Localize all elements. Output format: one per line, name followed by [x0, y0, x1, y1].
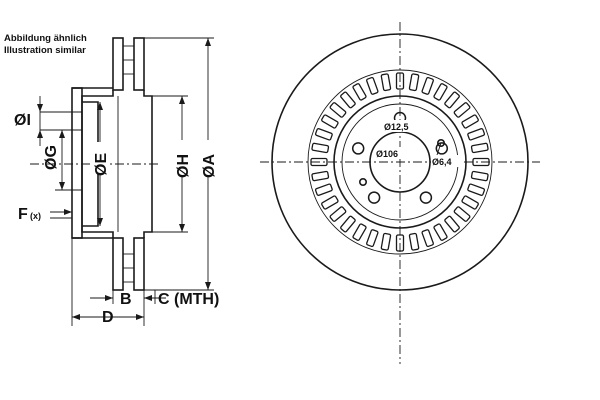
vent-slot [366, 76, 379, 95]
side-view: ØI ØG ØE [14, 37, 219, 326]
dimension-f: F (x) [18, 206, 72, 223]
label-f-suffix: (x) [30, 211, 41, 221]
vent-slot [329, 102, 347, 118]
vent-slot [352, 223, 367, 241]
cooling-vents [310, 72, 490, 252]
vent-slot [421, 229, 434, 248]
vent-slot [314, 183, 333, 196]
vent-slot [444, 215, 460, 233]
vent-slot [467, 183, 486, 196]
label-bolt-hole: Ø12,5 [384, 122, 409, 132]
label-g: ØG [43, 145, 60, 170]
vent-slot [311, 170, 330, 182]
dimension-g: ØG [43, 129, 82, 191]
vent-slot [433, 83, 448, 101]
vent-slot [470, 142, 489, 154]
label-i: ØI [14, 112, 31, 129]
vent-slot [453, 102, 471, 118]
small-hole-2 [358, 178, 367, 187]
dimension-e: ØE [92, 102, 110, 226]
illustration-note-de: Abbildung ähnlich [4, 33, 87, 44]
label-d: D [102, 309, 114, 326]
vent-slot [329, 206, 347, 222]
label-center-bore: Ø106 [376, 149, 398, 159]
label-f: F [18, 206, 28, 223]
dimension-h: ØH [152, 95, 192, 233]
label-c: C (MTH) [158, 291, 219, 308]
vent-slot [311, 142, 330, 154]
dimension-a: ØA [144, 37, 218, 291]
bolt-hole [367, 191, 381, 204]
vent-slot [470, 170, 489, 182]
bolt-hole [419, 191, 433, 204]
vent-slot [380, 232, 392, 251]
vent-slot [321, 114, 339, 129]
label-e: ØE [93, 153, 110, 176]
vent-slot [314, 128, 333, 141]
vent-slot [408, 232, 420, 251]
front-view: Ø12,5 Ø106 Ø6,4 [260, 22, 540, 364]
vent-slot [421, 76, 434, 95]
vent-slot [444, 91, 460, 109]
vent-slot [340, 215, 356, 233]
vent-slot [321, 195, 339, 210]
vent-slot [461, 195, 479, 210]
vent-slot [340, 91, 356, 109]
vent-slot [433, 223, 448, 241]
label-a: ØA [201, 154, 218, 178]
vent-slot [380, 73, 392, 92]
bolt-hole [351, 142, 365, 155]
small-hole-1 [436, 139, 445, 148]
dimension-bcd: B C (MTH) D [71, 238, 219, 326]
vent-slot [453, 206, 471, 222]
vent-slot [352, 83, 367, 101]
label-h: ØH [175, 154, 192, 178]
vent-slot [467, 128, 486, 141]
vent-slot [366, 229, 379, 248]
illustration-note-en: Illustration similar [4, 45, 86, 56]
upper-friction-ring [112, 37, 145, 91]
lower-friction-ring [112, 237, 145, 291]
disc-hat [71, 87, 153, 239]
vent-slot [408, 73, 420, 92]
label-b: B [120, 291, 132, 308]
vent-slot [461, 114, 479, 129]
label-small-hole: Ø6,4 [432, 157, 452, 167]
